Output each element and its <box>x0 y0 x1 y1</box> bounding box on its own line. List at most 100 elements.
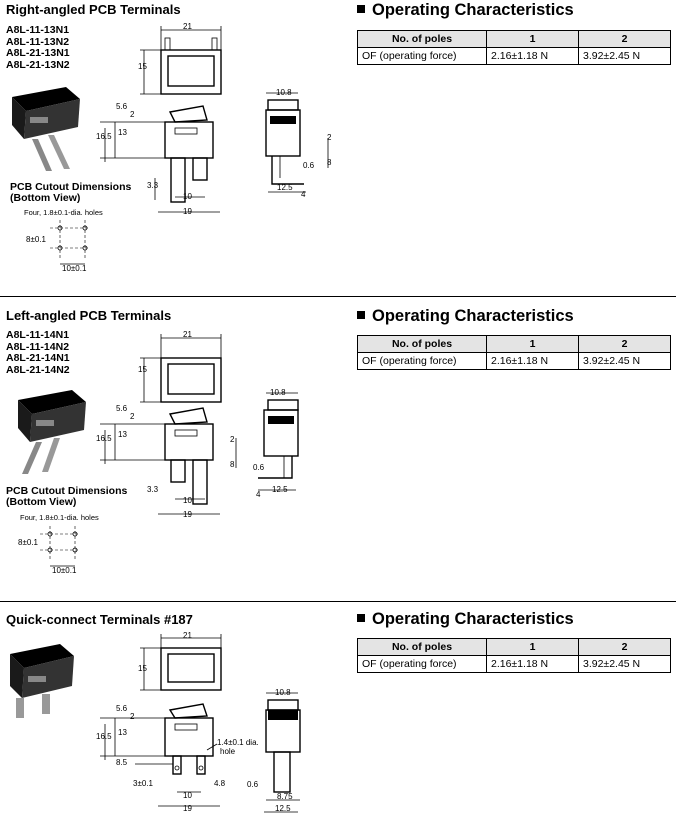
front-view-drawing <box>100 105 220 213</box>
dim-side-0-6: 0.6 <box>303 161 315 170</box>
dim-10: 10 <box>183 192 192 201</box>
model-code: A8L-21-13N1 <box>6 47 70 59</box>
cutout-dim-10: 10±0.1 <box>52 566 77 575</box>
model-code: A8L-21-14N1 <box>6 352 70 364</box>
dim-2: 2 <box>130 712 135 721</box>
dim-side-0-6: 0.6 <box>253 463 265 472</box>
dim-19: 19 <box>183 510 192 519</box>
model-code: A8L-11-13N1 <box>6 24 70 36</box>
top-view-drawing <box>140 334 222 403</box>
model-code: A8L-21-14N2 <box>6 363 70 376</box>
dim-hole-word: hole <box>220 747 236 756</box>
front-view-drawing <box>100 703 220 807</box>
cutout-title: PCB Cutout Dimensions (Bottom View) <box>10 182 131 204</box>
cutout-dim-10: 10±0.1 <box>62 264 87 273</box>
square-bullet-icon <box>357 614 365 622</box>
dim-10: 10 <box>183 496 192 505</box>
section-title: Quick-connect Terminals #187 <box>6 612 193 627</box>
dim-16-5: 16.5 <box>96 132 112 141</box>
dim-2: 2 <box>130 110 135 119</box>
dim-side-8: 8 <box>327 158 332 167</box>
cutout-title-line: (Bottom View) <box>10 192 81 204</box>
cutout-drawing <box>50 220 90 265</box>
dim-4-8: 4.8 <box>214 779 226 788</box>
switch-photo <box>12 87 80 171</box>
dim-side-2: 2 <box>230 435 235 444</box>
section-divider <box>0 296 676 297</box>
cutout-title: PCB Cutout Dimensions (Bottom View) <box>6 486 127 508</box>
dim-13: 13 <box>118 430 127 439</box>
dim-3-3: 3.3 <box>147 485 159 494</box>
cutout-note: Four, 1.8±0.1-dia. holes <box>24 208 103 217</box>
dim-10-8: 10.8 <box>276 88 292 97</box>
dim-12-5: 12.5 <box>275 804 291 813</box>
cutout-title-line: PCB Cutout Dimensions <box>10 181 132 193</box>
model-list: A8L-11-14N1 A8L-11-14N2 A8L-21-14N1 A8L-… <box>6 329 70 376</box>
dim-8-5: 8.5 <box>116 758 128 767</box>
dim-3: 3±0.1 <box>133 779 153 788</box>
section-left-angled: Left-angled PCB Terminals A8L-11-14N1 A8… <box>0 300 676 600</box>
dim-4: 4 <box>256 490 261 499</box>
cutout-dim-8: 8±0.1 <box>26 235 46 244</box>
dim-width: 21 <box>183 22 192 31</box>
dim-side-2: 2 <box>327 133 332 142</box>
front-view-drawing <box>100 407 220 515</box>
dim-10: 10 <box>183 791 192 800</box>
model-code: A8L-11-13N2 <box>6 35 70 48</box>
square-bullet-icon <box>357 311 365 319</box>
dim-5-6: 5.6 <box>116 704 128 713</box>
dim-8-75: 8.75 <box>277 792 293 801</box>
dim-2: 2 <box>130 412 135 421</box>
dim-5-6: 5.6 <box>116 404 128 413</box>
dim-side-8: 8 <box>230 460 235 469</box>
model-code: A8L-11-14N2 <box>6 340 70 353</box>
dim-4: 4 <box>301 190 306 199</box>
dim-16-5: 16.5 <box>96 732 112 741</box>
dim-10-8: 10.8 <box>270 388 286 397</box>
section-title: Left-angled PCB Terminals <box>6 308 172 323</box>
oc-heading: Operating Characteristics <box>357 610 574 629</box>
oc-heading: Operating Characteristics <box>357 307 574 326</box>
dim-width: 21 <box>183 631 192 640</box>
dim-5-6: 5.6 <box>116 102 128 111</box>
dim-hole: 1.4±0.1 dia. <box>217 738 259 747</box>
dim-19: 19 <box>183 804 192 813</box>
side-view-drawing <box>264 692 301 813</box>
dim-height: 15 <box>138 365 147 374</box>
section-title: Right-angled PCB Terminals <box>6 2 181 17</box>
dim-height: 15 <box>138 664 147 673</box>
model-list: A8L-11-13N1 A8L-11-13N2 A8L-21-13N1 A8L-… <box>6 24 70 71</box>
dim-3-3: 3.3 <box>147 181 159 190</box>
side-view-drawing <box>235 392 299 491</box>
dim-13: 13 <box>118 728 127 737</box>
model-code: A8L-21-13N2 <box>6 58 70 71</box>
top-view-drawing <box>140 26 222 95</box>
dim-16-5: 16.5 <box>96 434 112 443</box>
dim-width: 21 <box>183 330 192 339</box>
dim-13: 13 <box>118 128 127 137</box>
section-right-angled: Right-angled PCB Terminals A8L-11-13N1 A… <box>0 0 676 296</box>
dim-height: 15 <box>138 62 147 71</box>
dim-12-5: 12.5 <box>272 485 288 494</box>
top-view-drawing <box>140 634 222 691</box>
dim-side-0-6: 0.6 <box>247 780 259 789</box>
dim-10-8: 10.8 <box>275 688 291 697</box>
section-quick-connect: Quick-connect Terminals #187 21 15 <box>0 604 676 817</box>
side-view-drawing <box>265 92 329 193</box>
dim-12-5: 12.5 <box>277 183 293 192</box>
switch-photo <box>18 390 86 474</box>
square-bullet-icon <box>357 5 365 13</box>
cutout-note: Four, 1.8±0.1-dia. holes <box>20 513 99 522</box>
cutout-title-line: PCB Cutout Dimensions <box>6 485 128 497</box>
model-code: A8L-11-14N1 <box>6 329 70 341</box>
oc-heading: Operating Characteristics <box>357 1 574 20</box>
cutout-dim-8: 8±0.1 <box>18 538 38 547</box>
cutout-drawing <box>40 526 80 567</box>
section-divider <box>0 601 676 602</box>
cutout-title-line: (Bottom View) <box>6 496 77 508</box>
dim-19: 19 <box>183 207 192 216</box>
switch-photo <box>10 644 74 718</box>
